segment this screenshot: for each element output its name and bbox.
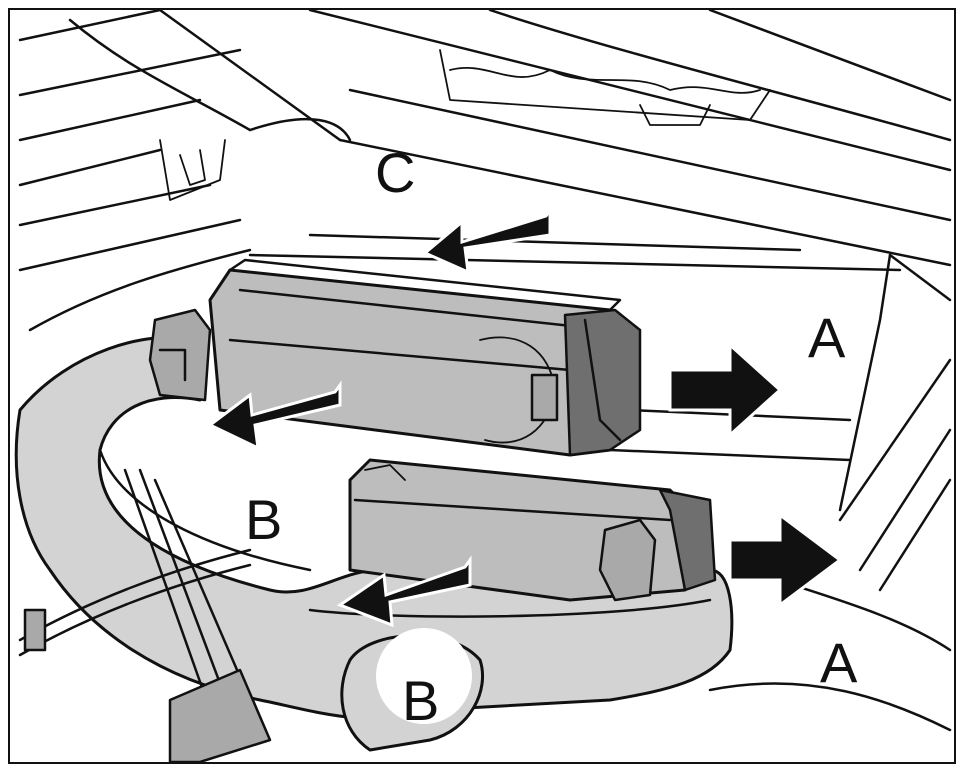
upper-module-latch	[530, 373, 559, 422]
arrow-a-lower-icon	[728, 512, 843, 608]
background-structure	[18, 10, 952, 732]
removal-diagram	[14, 10, 952, 762]
label-halo	[376, 628, 472, 724]
plug-connector	[168, 668, 272, 762]
removal-arrows	[207, 205, 843, 628]
label-b-lower: B	[402, 669, 440, 732]
label-a-lower: A	[820, 631, 858, 694]
lower-module-end-cap	[658, 488, 717, 592]
arrow-c-icon	[422, 205, 552, 275]
wire-connector	[23, 608, 47, 652]
arrow-b-lower-icon	[336, 555, 472, 628]
upper-module-clip	[148, 308, 212, 402]
label-a-upper: A	[808, 306, 846, 369]
illustration-frame	[8, 8, 956, 764]
upper-module-end-cap	[563, 308, 642, 457]
arrow-b-upper-icon	[207, 380, 342, 451]
lower-battery-module	[348, 458, 717, 602]
label-c: C	[375, 141, 416, 204]
arrow-a-upper-icon	[668, 341, 783, 439]
label-b-left: B	[245, 488, 283, 551]
lower-module-clip	[598, 518, 657, 602]
